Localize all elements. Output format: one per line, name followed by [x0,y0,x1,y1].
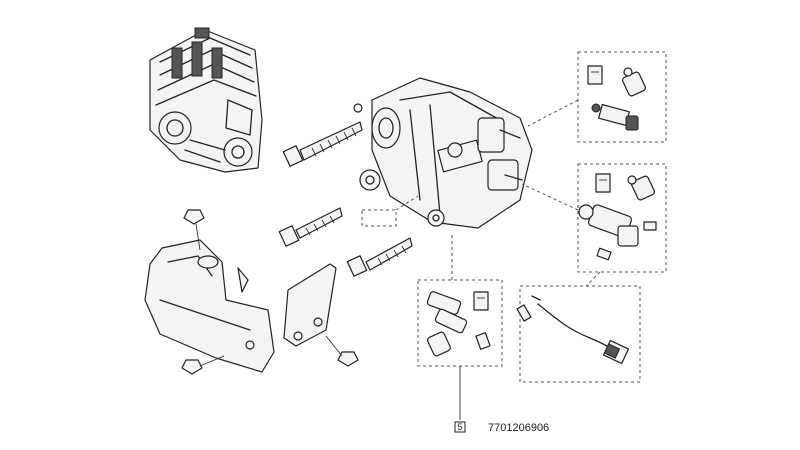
callout-number: 5 [457,422,462,432]
booklet-icon [595,173,611,193]
bracket-icon [283,263,337,347]
bolt-icon [282,103,363,167]
bolt-icon [278,207,343,247]
callout: 5 7701206906 [454,366,549,434]
sensor-icon [591,103,639,131]
bolt-icon [181,355,225,375]
bolt-icon [643,221,657,231]
pump-icon [426,291,468,334]
sensor-kit-top [577,51,667,143]
wiring-kit [516,285,641,383]
bolt-icon [325,335,359,367]
connector-icon [516,295,630,365]
booklet-icon [587,65,603,85]
injector-kit [417,279,503,367]
sensor-icon [627,175,655,201]
sensor-icon [622,67,646,97]
booklet-icon [473,291,489,311]
pump-icon [359,77,533,229]
actuator-kit [577,163,667,273]
engine-icon [149,27,263,173]
bracket-icon [144,239,275,373]
part-number: 7701206906 [488,422,549,434]
bolt-icon [183,209,205,251]
pump-icon [578,204,639,247]
sensor-icon [427,331,451,357]
bolt-icon [346,237,413,277]
bolt-icon [596,247,612,261]
bolt-icon [475,332,491,350]
